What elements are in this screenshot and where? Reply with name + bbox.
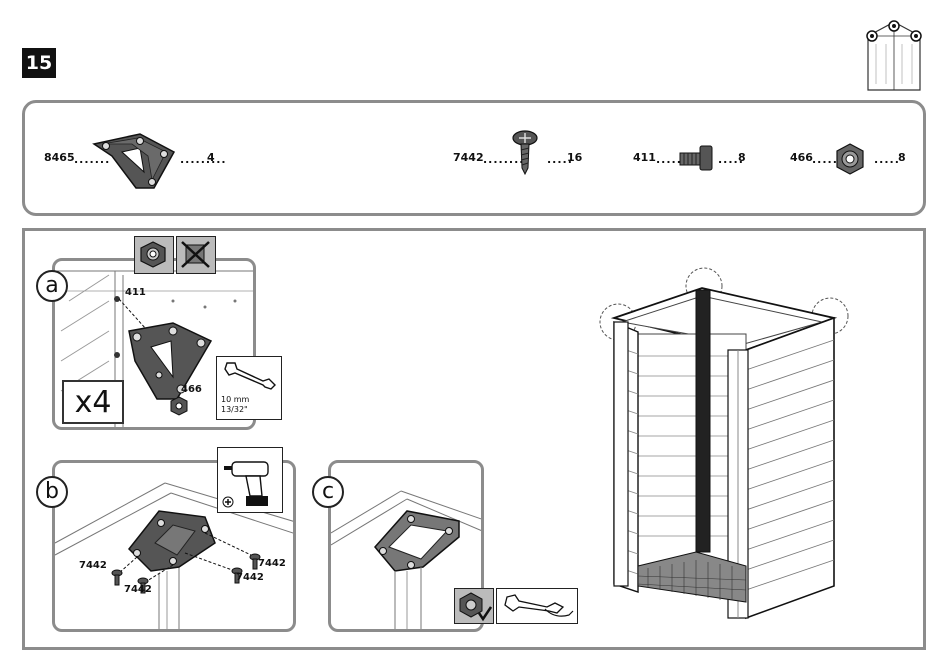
wrench-icon bbox=[221, 359, 279, 393]
drill-tool-box bbox=[217, 447, 283, 513]
screw-callout-label: 7442 bbox=[236, 572, 264, 583]
no-tool-icon bbox=[176, 236, 216, 274]
wrench-tool-box: 10 mm 13/32" bbox=[216, 356, 282, 420]
screw-callout-label: 7442 bbox=[79, 560, 107, 571]
step-number: 15 bbox=[22, 48, 56, 78]
part-code: 466 bbox=[790, 151, 813, 164]
nut-check-icon bbox=[454, 588, 494, 624]
bolt-icon bbox=[676, 142, 716, 174]
tool-size-mm: 10 mm bbox=[221, 395, 249, 404]
leader-dots: ......... bbox=[180, 153, 227, 166]
part-qty: 4 bbox=[207, 151, 215, 164]
screw-icon bbox=[508, 128, 542, 176]
part-code: 8465 bbox=[44, 151, 75, 164]
part-qty: 8 bbox=[738, 151, 746, 164]
step-label-b: b bbox=[36, 476, 68, 508]
corner-bracket-icon bbox=[92, 126, 176, 196]
step-label-c: c bbox=[312, 476, 344, 508]
screw-callout-label: 7442 bbox=[124, 584, 152, 595]
part-code: 411 bbox=[633, 151, 656, 164]
power-drill-icon bbox=[222, 452, 280, 510]
step-label-a: a bbox=[36, 270, 68, 302]
bolt-callout-label: 411 bbox=[125, 287, 146, 298]
nut-hand-icon bbox=[134, 236, 174, 274]
screw-callout-label: 7442 bbox=[258, 558, 286, 569]
wrench-hand-icon bbox=[496, 588, 578, 624]
leader-dots: ..... bbox=[874, 153, 900, 166]
shed-thumbnail-icon bbox=[858, 14, 930, 94]
multiplier-badge: x4 bbox=[62, 380, 124, 424]
nut-icon bbox=[834, 142, 866, 176]
tool-size-inch: 13/32" bbox=[221, 405, 248, 414]
part-qty: 8 bbox=[898, 151, 906, 164]
shed-assembly-diagram bbox=[592, 266, 854, 626]
part-qty: 16 bbox=[567, 151, 582, 164]
nut-callout-label: 466 bbox=[181, 384, 202, 395]
part-code: 7442 bbox=[453, 151, 484, 164]
